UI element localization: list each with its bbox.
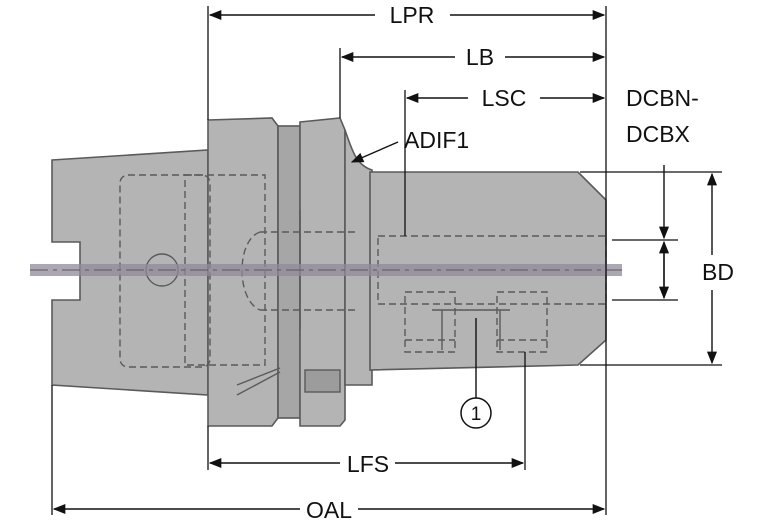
label-bd: BD [702,259,734,285]
label-adif1: ADIF1 [404,127,469,153]
drawbar-cavity [119,174,211,368]
label-lpr: LPR [390,2,435,28]
label-lsc: LSC [482,85,527,111]
callout-1-number: 1 [471,404,482,425]
label-lfs: LFS [347,451,389,477]
callout-1: 1 [460,397,492,429]
label-dcbx: DCBX [626,121,690,147]
centerline [30,264,622,276]
label-dcbn: DCBN- [626,85,699,111]
shank-bore [377,235,607,305]
extension-lines [51,6,722,515]
label-lb: LB [466,44,494,70]
label-oal: OAL [306,497,352,523]
adif1-leader [350,141,399,163]
dimension-lines [52,9,718,515]
neck [344,129,373,386]
